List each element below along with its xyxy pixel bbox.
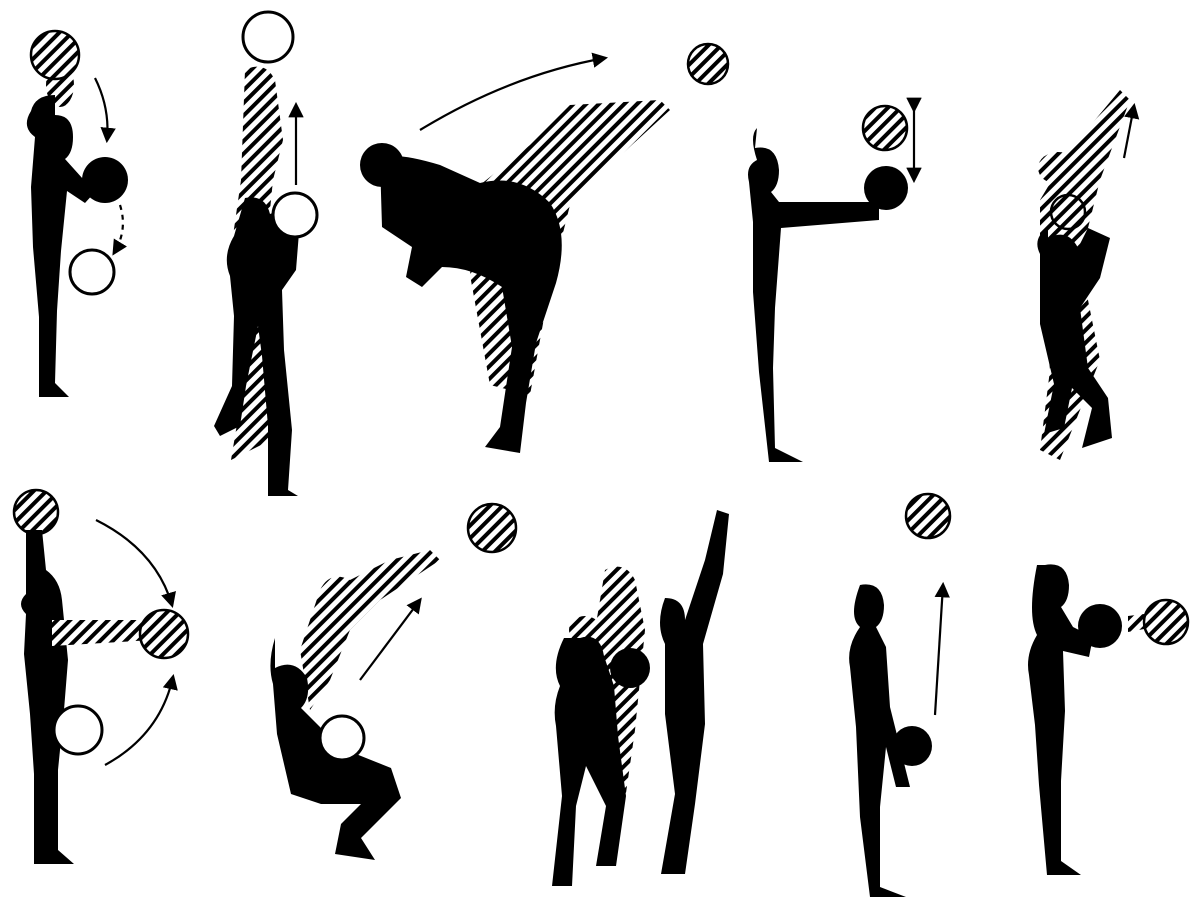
solid-ball bbox=[1078, 604, 1122, 648]
hatched-ball bbox=[906, 494, 950, 538]
hatched-arm-ghost bbox=[52, 620, 152, 646]
open-ball bbox=[273, 193, 317, 237]
exercise-figure-1 bbox=[27, 31, 128, 397]
hatched-ball bbox=[1051, 195, 1085, 229]
arc-arrow-bottom bbox=[105, 677, 173, 765]
exercise-figure-7 bbox=[270, 504, 516, 860]
hatched-ball bbox=[31, 31, 79, 79]
hatched-ball bbox=[468, 504, 516, 552]
open-ball bbox=[320, 716, 364, 760]
exercise-figure-4 bbox=[748, 106, 914, 462]
athlete-silhouette bbox=[1028, 564, 1093, 875]
athlete-silhouette bbox=[21, 530, 74, 864]
exercise-figure-2 bbox=[214, 12, 317, 496]
athlete-silhouette-jump bbox=[660, 510, 729, 874]
arc-arrow-top bbox=[96, 520, 172, 605]
open-ball-top bbox=[243, 12, 293, 62]
open-ball bbox=[70, 250, 114, 294]
open-ball bbox=[54, 706, 102, 754]
arrow-down-lower bbox=[114, 205, 123, 253]
arrow-up bbox=[1124, 106, 1134, 158]
solid-ball bbox=[864, 166, 908, 210]
arrow-up bbox=[935, 585, 943, 715]
hatched-ghost-figure bbox=[300, 550, 440, 710]
athlete-silhouette bbox=[748, 128, 879, 462]
arrow-down bbox=[95, 78, 108, 140]
exercise-figure-3 bbox=[360, 44, 728, 453]
solid-ball bbox=[82, 157, 128, 203]
solid-ball bbox=[892, 726, 932, 766]
hatched-ball bbox=[1144, 600, 1188, 644]
hatched-ball bbox=[688, 44, 728, 84]
hatched-ball-top bbox=[14, 490, 58, 534]
exercise-figure-6 bbox=[14, 490, 188, 864]
solid-ball bbox=[360, 143, 404, 187]
solid-ball bbox=[610, 648, 650, 688]
exercise-figure-10 bbox=[1028, 564, 1188, 875]
arrow-up-right bbox=[360, 600, 420, 680]
exercise-figure-8 bbox=[552, 510, 729, 886]
athlete-silhouette bbox=[27, 95, 105, 397]
athlete-silhouette bbox=[380, 156, 562, 453]
exercise-figure-9 bbox=[849, 494, 950, 897]
hatched-ball-side bbox=[140, 610, 188, 658]
hatched-ball bbox=[863, 106, 907, 150]
exercise-figure-5 bbox=[1037, 90, 1134, 460]
hatched-ghost-head bbox=[1038, 152, 1078, 184]
